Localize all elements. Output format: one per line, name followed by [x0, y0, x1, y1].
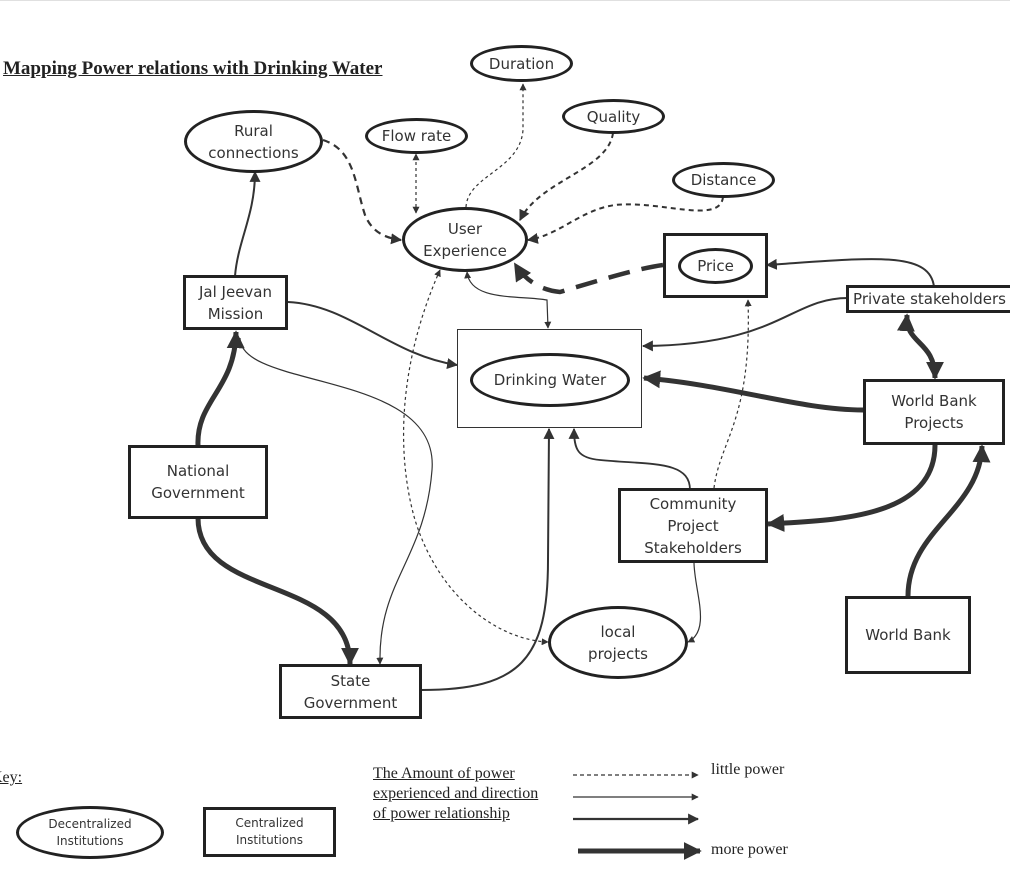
diagram-title: Mapping Power relations with Drinking Wa…: [3, 58, 383, 79]
node-local-projects: local projects: [548, 606, 688, 679]
arrow-ps-wbp: [896, 313, 944, 380]
arrow-ng-jjm: [195, 330, 245, 447]
node-quality: Quality: [562, 99, 665, 134]
arrow-price-ue: [513, 262, 664, 295]
arrow-jjm-sg: [239, 337, 433, 665]
arrow-ps-dw: [641, 297, 849, 352]
key-label: Key:: [0, 769, 23, 786]
arrow-cps-local: [687, 561, 702, 643]
arrow-wb-wbp: [905, 444, 991, 597]
node-world-bank-projects: World Bank Projects: [863, 379, 1005, 445]
arrow-quality-ue: [519, 132, 614, 221]
arrow-ps-price: [765, 258, 935, 288]
arrow-ng-sg: [195, 517, 359, 666]
node-private-stakeholders: Private stakeholders: [846, 285, 1010, 313]
key-decentralized: Decentralized Institutions: [16, 806, 164, 859]
key-amount-line1: The Amount of power: [373, 765, 515, 782]
arrow-wbp-dw: [642, 370, 864, 413]
node-drinking-water: Drinking Water: [470, 353, 630, 407]
arrow-ue-local: [403, 269, 549, 646]
node-community-project-stakeholders: Community Project Stakeholders: [618, 488, 768, 563]
node-national-government: National Government: [128, 445, 268, 519]
key-centralized: Centralized Institutions: [203, 807, 336, 857]
arrow-jjm-rural: [234, 170, 261, 277]
arrow-ue-dw: [464, 271, 552, 329]
node-user-experience: User Experience: [402, 207, 528, 272]
arrow-rural-ue: [322, 138, 403, 245]
node-world-bank: World Bank: [845, 596, 971, 674]
key-more-power: more power: [711, 841, 788, 858]
key-amount-line2: experienced and direction: [373, 785, 539, 802]
node-state-government: State Government: [279, 664, 422, 719]
node-flow-rate: Flow rate: [365, 118, 468, 154]
arrow-ue-duration: [465, 83, 527, 208]
node-price-ellipse: Price: [678, 247, 753, 284]
node-jal-jeevan-mission: Jal Jeevan Mission: [183, 275, 288, 330]
arrow-cps-dw: [568, 427, 691, 491]
key-amount-line3: of power relationship: [373, 805, 510, 822]
key-little-power: little power: [711, 761, 785, 778]
arrow-sg-dw: [420, 427, 555, 691]
node-rural-connections: Rural connections: [184, 110, 323, 173]
top-border: [0, 0, 1010, 1]
arrow-jjm-dw: [287, 301, 459, 369]
arrow-distance-ue: [526, 196, 724, 244]
arrow-wbp-cps: [766, 444, 938, 532]
node-distance: Distance: [672, 162, 775, 198]
node-price: Price: [663, 233, 768, 298]
node-duration: Duration: [470, 45, 573, 82]
